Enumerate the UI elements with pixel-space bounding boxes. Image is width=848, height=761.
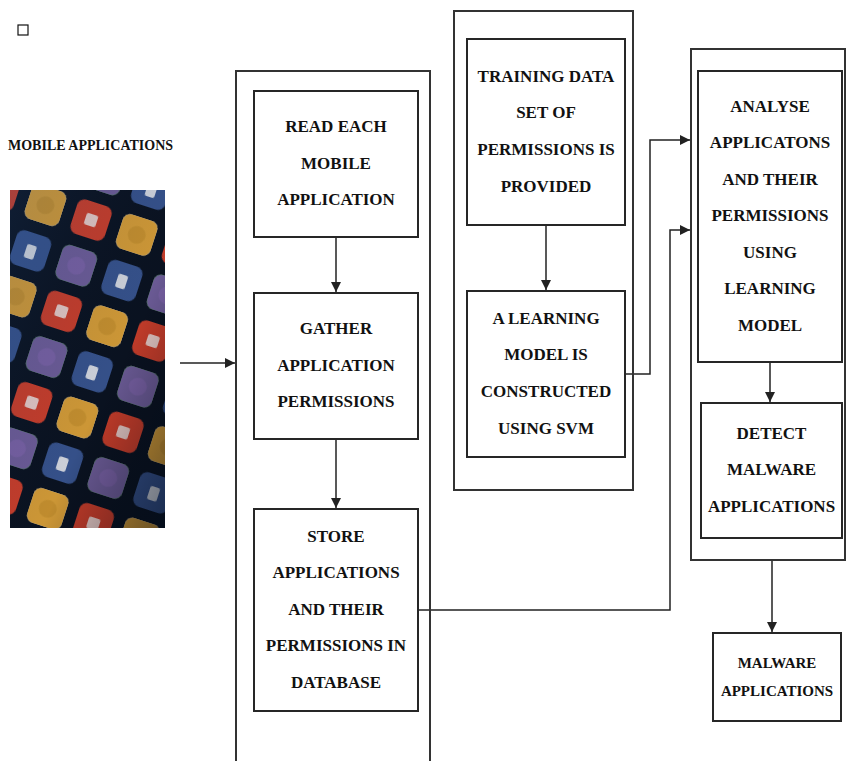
flow-arrow bbox=[545, 226, 547, 290]
app-icons bbox=[10, 190, 165, 528]
phone-screen bbox=[10, 190, 165, 528]
bullet-square bbox=[18, 25, 28, 35]
figure-heading: MOBILE APPLICATIONS bbox=[8, 138, 180, 530]
process-box: TRAINING DATA SET OF PERMISSIONS IS PROV… bbox=[466, 38, 626, 226]
box-text: STORE APPLICATIONS AND THEIR PERMISSIONS… bbox=[260, 519, 412, 702]
flow-arrow bbox=[335, 440, 337, 508]
flow-arrow bbox=[419, 230, 690, 610]
box-text: DETECT MALWARE APPLICATIONS bbox=[707, 416, 836, 526]
output-box: MALWARE APPLICATIONS bbox=[712, 632, 842, 722]
flow-arrow bbox=[335, 238, 337, 292]
phone-picture bbox=[10, 190, 165, 528]
stage-group: READ EACH MOBILE APPLICATION GATHER APPLI… bbox=[235, 70, 431, 761]
process-box: READ EACH MOBILE APPLICATION bbox=[253, 90, 419, 238]
flow-arrow bbox=[180, 362, 235, 364]
process-box: GATHER APPLICATION PERMISSIONS bbox=[253, 292, 419, 440]
process-box: A LEARNING MODEL IS CONSTRUCTED USING SV… bbox=[466, 290, 626, 458]
figure-label: MOBILE APPLICATIONS bbox=[8, 138, 180, 155]
box-text: GATHER APPLICATION PERMISSIONS bbox=[260, 311, 412, 421]
flow-arrow bbox=[626, 140, 690, 374]
flow-arrow bbox=[769, 363, 771, 402]
box-text: TRAINING DATA SET OF PERMISSIONS IS PROV… bbox=[473, 59, 619, 205]
stage-group: TRAINING DATA SET OF PERMISSIONS IS PROV… bbox=[453, 10, 634, 491]
box-text: A LEARNING MODEL IS CONSTRUCTED USING SV… bbox=[473, 301, 619, 447]
box-text: ANALYSE APPLICATONS AND THEIR PERMISSION… bbox=[704, 89, 836, 345]
flow-arrow bbox=[771, 561, 773, 632]
process-box: DETECT MALWARE APPLICATIONS bbox=[700, 402, 843, 539]
stage-group: ANALYSE APPLICATONS AND THEIR PERMISSION… bbox=[690, 48, 846, 561]
box-text: MALWARE APPLICATIONS bbox=[719, 649, 835, 706]
app-icons bbox=[10, 190, 165, 528]
screen-shade bbox=[10, 190, 165, 528]
process-box: ANALYSE APPLICATONS AND THEIR PERMISSION… bbox=[697, 70, 843, 363]
process-box: STORE APPLICATIONS AND THEIR PERMISSIONS… bbox=[253, 508, 419, 712]
box-text: READ EACH MOBILE APPLICATION bbox=[260, 109, 412, 219]
